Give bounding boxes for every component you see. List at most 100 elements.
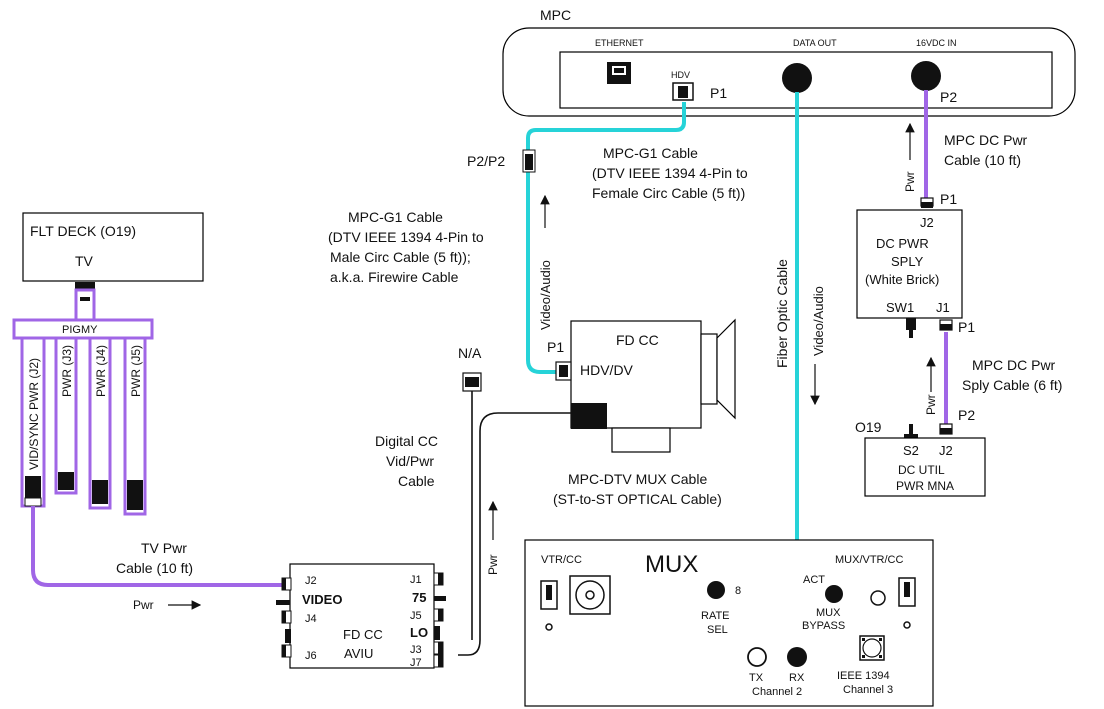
util-o19-label: O19 <box>855 419 882 435</box>
aviu-j5-label: J5 <box>410 610 422 622</box>
util-line1: DC UTIL <box>898 463 945 477</box>
mux-cable-line1: MPC-DTV MUX Cable <box>568 471 707 487</box>
mpc-p1-label: P1 <box>710 85 727 101</box>
pigmy-box <box>12 318 154 340</box>
pwr-label-left: Pwr <box>133 598 154 612</box>
sply-sw1-label: SW1 <box>886 300 914 315</box>
na-label: N/A <box>458 345 482 361</box>
data-out-port-icon <box>782 63 812 93</box>
rate-sel-line2: SEL <box>707 624 728 636</box>
aviu-j1-label: J1 <box>410 574 422 586</box>
tx-port-icon <box>747 647 767 667</box>
camera-base <box>611 427 671 453</box>
p2p2-label: P2/P2 <box>467 153 505 169</box>
mux-cable-line2: (ST-to-ST OPTICAL Cable) <box>553 491 722 507</box>
mpc-unit: MPC ETHERNET DATA OUT 16VDC IN HDV P1 P2 <box>502 7 1076 117</box>
mux-mux-vtr-cc-label: MUX/VTR/CC <box>835 554 904 566</box>
digital-cc-line3: Cable <box>398 473 435 489</box>
digital-cc-line2: Vid/Pwr <box>386 453 434 469</box>
util-j2-label: J2 <box>939 443 953 458</box>
pwr-label-middle: Pwr <box>924 394 938 415</box>
sply-line3: (White Brick) <box>865 272 939 287</box>
dc-util-box <box>864 437 986 497</box>
firewire-cable <box>526 102 686 374</box>
camera-lens-icon <box>716 318 736 420</box>
mpc-g1-female-line1: MPC-G1 Cable <box>603 145 698 161</box>
aviu-video-label: VIDEO <box>302 592 342 607</box>
ethernet-port-icon <box>607 62 631 84</box>
camera-lens-mount <box>700 333 718 405</box>
hdv-label: HDV <box>671 70 690 80</box>
rate-sel-line1: RATE <box>701 610 730 622</box>
tv-pwr-line2: Cable (10 ft) <box>116 560 193 576</box>
sply-p1-top-label: P1 <box>940 191 957 207</box>
util-line2: PWR MNA <box>896 479 954 493</box>
status-led-icon <box>870 590 886 606</box>
tx-label: TX <box>749 672 764 684</box>
sw1-switch-icon <box>906 318 916 330</box>
rx-port-icon <box>787 647 807 667</box>
sply-j2-label: J2 <box>920 215 934 230</box>
fiber-optic-label: Fiber Optic Cable <box>774 259 790 368</box>
mux-vtr-cc-label: VTR/CC <box>541 554 582 566</box>
flt-deck-title: FLT DECK (O19) <box>30 223 136 239</box>
video-audio-left-label: Video/Audio <box>538 260 553 330</box>
pwr-label-upper: Pwr <box>903 171 917 192</box>
aviu-line2: AVIU <box>344 646 373 661</box>
dc-util-pwr-mna: O19 S2 J2 DC UTIL PWR MNA <box>855 419 986 497</box>
mux-title: MUX <box>645 551 698 578</box>
mpc-dc-sply-line2: Sply Cable (6 ft) <box>962 377 1062 393</box>
aviu-j7-label: J7 <box>410 657 422 669</box>
pwr-label-lower: Pwr <box>486 554 500 575</box>
dc-pwr-sply-box <box>856 209 963 319</box>
aviu-lo-label: LO <box>410 625 428 640</box>
digital-cc-line1: Digital CC <box>375 433 438 449</box>
bypass-line1: MUX <box>816 607 841 619</box>
aviu-j6-label: J6 <box>305 650 317 662</box>
rate-sel-8: 8 <box>735 585 741 597</box>
mpc-g1-female-line2: (DTV IEEE 1394 4-Pin to <box>592 165 748 181</box>
dc-in-port-icon <box>911 61 941 91</box>
ieee-label: IEEE 1394 <box>837 670 890 682</box>
tv-label: TV <box>75 253 94 269</box>
camera-hdvdv-label: HDV/DV <box>580 362 634 378</box>
tv-pwr-line1: TV Pwr <box>141 540 187 556</box>
video-audio-right-label: Video/Audio <box>811 286 826 356</box>
pigmy-label: PIGMY <box>62 324 98 336</box>
digital-cc-cable <box>458 412 571 656</box>
camera-title: FD CC <box>616 332 659 348</box>
flt-deck: FLT DECK (O19) TV PIGMY VID/SYNC PWR (J2… <box>12 212 204 516</box>
data-out-label: DATA OUT <box>793 38 837 48</box>
mux-unit: MUX VTR/CC MUX/VTR/CC 8 RATE SEL ACT MUX… <box>524 539 934 707</box>
bypass-line2: BYPASS <box>802 620 845 632</box>
pigmy-port-j2: VID/SYNC PWR (J2) <box>27 358 41 470</box>
sply-line2: SPLY <box>891 254 924 269</box>
mpc-g1-male-line3: Male Circ Cable (5 ft)); <box>330 249 471 265</box>
mpc-p2-label: P2 <box>940 89 957 105</box>
mpc-g1-male-line1: MPC-G1 Cable <box>348 209 443 225</box>
channel3-label: Channel 3 <box>843 684 893 696</box>
aviu-j4-label: J4 <box>305 613 317 625</box>
fd-cc-camera: FD CC HDV/DV P1 <box>547 318 736 453</box>
sply-p1-bottom-label: P1 <box>958 319 975 335</box>
mux-box <box>524 539 934 707</box>
dc-pwr-sply: J2 DC PWR SPLY (White Brick) SW1 J1 <box>856 209 963 338</box>
camera-p1-label: P1 <box>547 339 564 355</box>
mpc-title: MPC <box>540 7 571 23</box>
util-s2-label: S2 <box>903 443 919 458</box>
bypass-knob-icon <box>825 585 843 603</box>
mpc-g1-male-line4: a.k.a. Firewire Cable <box>330 269 459 285</box>
dc-in-label: 16VDC IN <box>916 38 957 48</box>
aviu-box <box>289 563 435 669</box>
tv-pwr-cable <box>31 506 283 587</box>
sply-line1: DC PWR <box>876 236 929 251</box>
rate-sel-knob-icon <box>707 581 725 599</box>
ethernet-label: ETHERNET <box>595 38 644 48</box>
mpc-dc-pwr-line2: Cable (10 ft) <box>944 152 1021 168</box>
channel2-label: Channel 2 <box>752 686 802 698</box>
pigmy-port-j4: PWR (J4) <box>94 345 108 397</box>
sply-j1-label: J1 <box>936 300 950 315</box>
mpc-dc-pwr-line1: MPC DC Pwr <box>944 132 1028 148</box>
aviu-75-label: 75 <box>412 590 426 605</box>
